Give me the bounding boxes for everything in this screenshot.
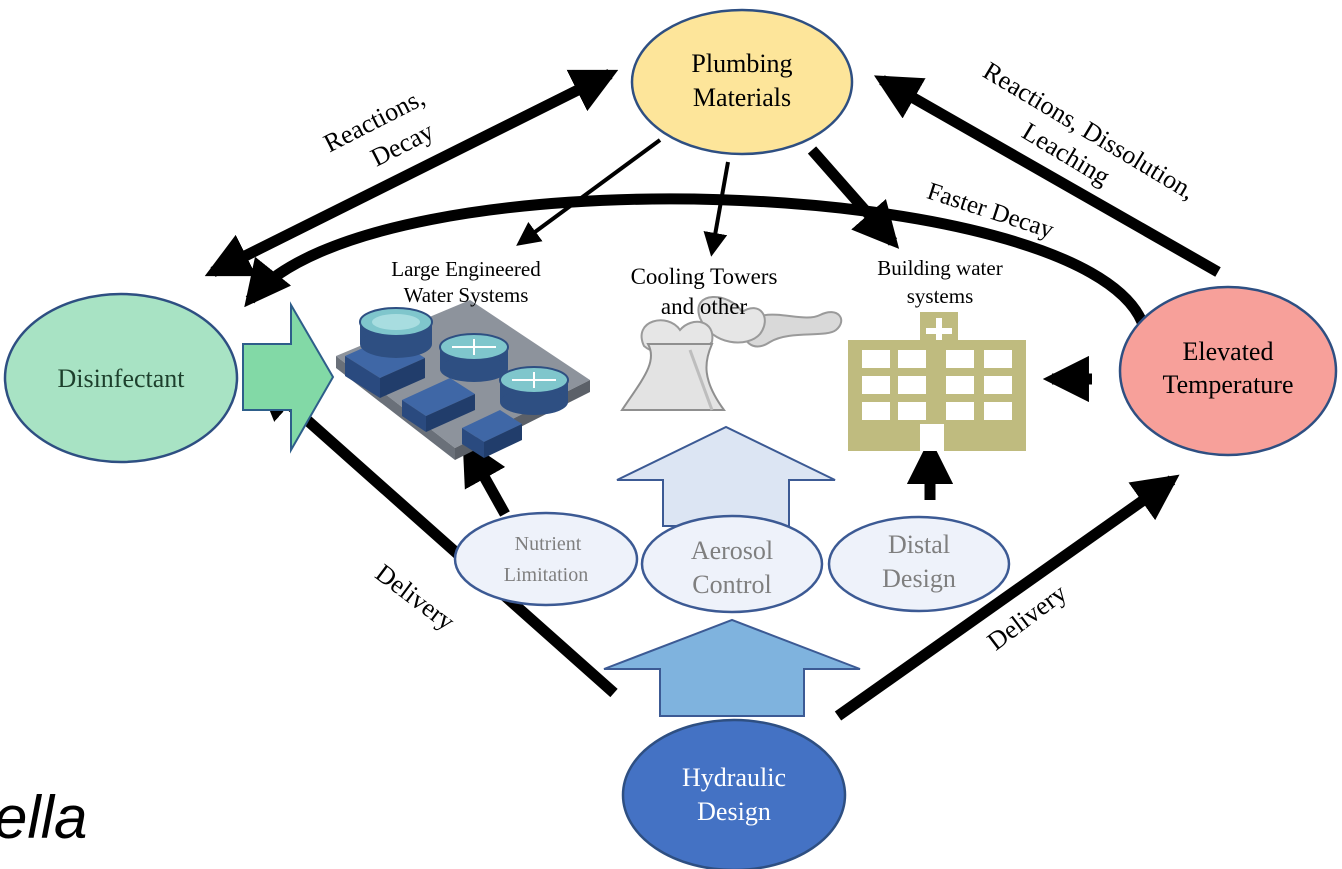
node-elevated-temperature: Elevated Temperature: [1118, 285, 1338, 457]
cropped-italic-text: ella: [0, 784, 87, 851]
aerosol-label-line1: Aerosol: [691, 536, 773, 565]
nutrient-label-line1: Nutrient: [515, 533, 582, 555]
aerosol-label-line2: Control: [692, 570, 771, 599]
building-systems-label-line2: systems: [907, 284, 974, 308]
node-hydraulic-design: Hydraulic Design: [621, 718, 847, 869]
aerosol-up-arrow: [616, 425, 836, 527]
arrow-temperature-plumbing: [873, 75, 1221, 277]
disinfectant-label: Disinfectant: [57, 364, 185, 393]
hydraulic-up-arrow: [603, 618, 861, 717]
large-systems-label-line2: Water Systems: [404, 283, 529, 307]
delivery-left-text: Delivery: [370, 558, 460, 636]
temperature-label-line1: Elevated: [1183, 337, 1274, 366]
plumbing-label-line2: Materials: [693, 83, 791, 112]
distal-label-line1: Distal: [888, 530, 950, 559]
hospital-building-icon: [848, 312, 1026, 451]
arrow-plumbing-disinfectant: [204, 69, 619, 277]
distal-label-line2: Design: [882, 564, 956, 593]
water-treatment-plant-icon: [336, 300, 590, 460]
node-distal-design: Distal Design: [827, 515, 1011, 613]
label-reactions-decay: Reactions, Decay: [319, 83, 438, 173]
node-nutrient-limitation: Nutrient Limitation: [453, 511, 639, 607]
node-aerosol-control: Aerosol Control: [640, 514, 824, 614]
large-systems-label-line1: Large Engineered: [391, 257, 541, 281]
hydraulic-label-line2: Design: [697, 797, 771, 826]
arrow-plumbing-large: [516, 138, 662, 246]
node-plumbing-materials: Plumbing Materials: [630, 8, 854, 156]
cooling-towers-label-line2: and other: [661, 294, 748, 319]
building-systems-label-line1: Building water: [877, 256, 1002, 280]
temperature-label-line2: Temperature: [1163, 370, 1294, 399]
arrow-delivery-left: [255, 373, 618, 698]
nutrient-label-line2: Limitation: [504, 564, 588, 586]
label-delivery-left: Delivery: [370, 558, 460, 636]
arrow-faster-decay: [244, 193, 1148, 325]
arrow-delivery-right: [834, 474, 1180, 721]
disinfectant-block-arrow: [242, 301, 335, 454]
arrow-plumbing-building: [807, 146, 900, 249]
arrow-nutrient-large: [462, 437, 510, 517]
cooling-tower-icon: [620, 296, 843, 411]
plumbing-label-line1: Plumbing: [691, 49, 792, 78]
hydraulic-label-line1: Hydraulic: [682, 763, 786, 792]
arrow-plumbing-cooling: [703, 161, 730, 257]
cooling-towers-label-line1: Cooling Towers: [631, 264, 778, 289]
node-disinfectant: Disinfectant: [3, 292, 239, 464]
